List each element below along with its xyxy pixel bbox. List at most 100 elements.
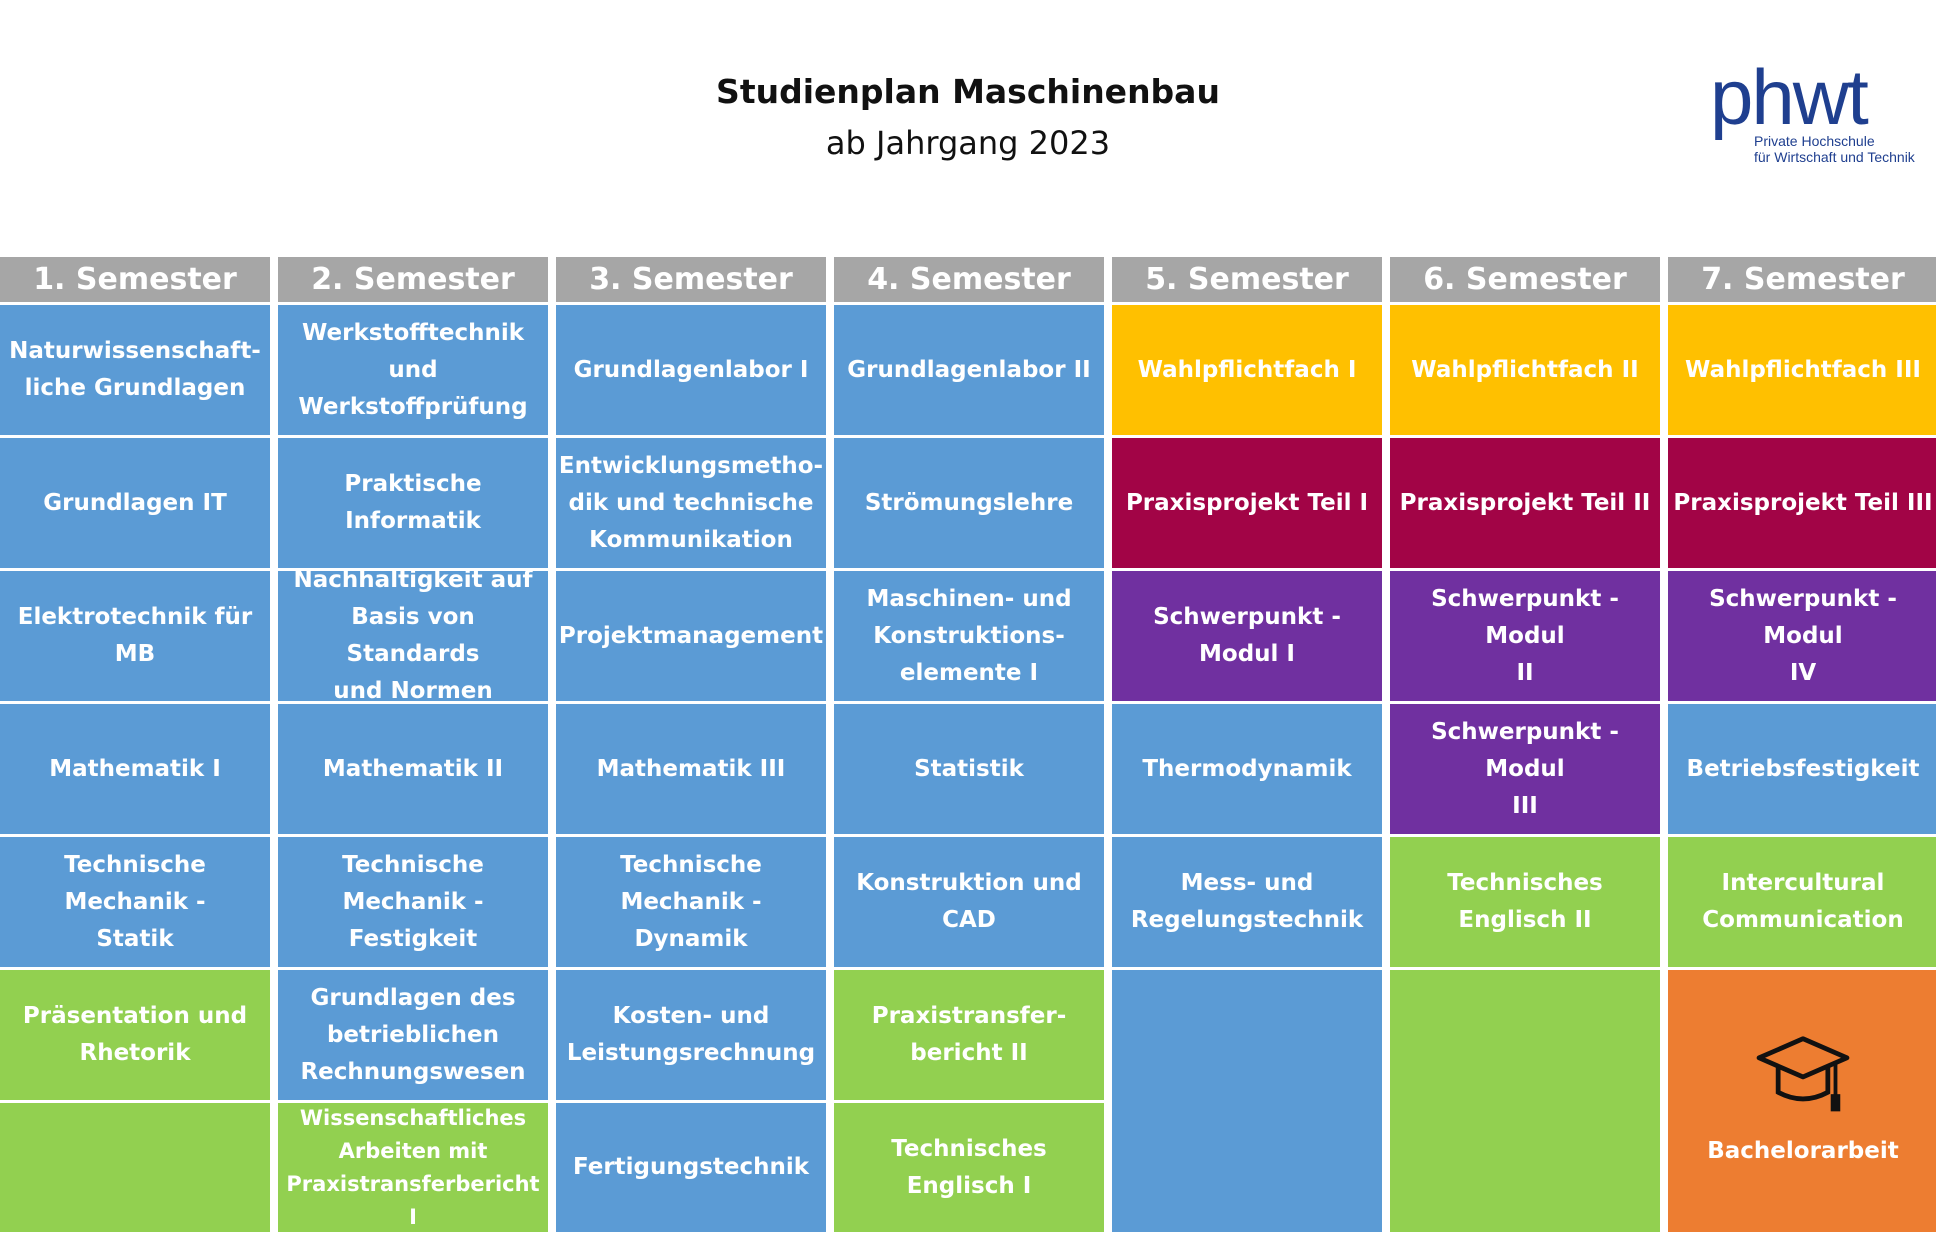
module-cell: Mess- und Regelungstechnik (1112, 837, 1382, 967)
module-cell: Grundlagen IT (0, 438, 270, 568)
module-label: Wissenschaftliches Arbeiten mit Praxistr… (286, 1105, 540, 1229)
module-cell: Projektmanagement (556, 571, 826, 701)
module-label: Praxisprojekt Teil II (1399, 489, 1651, 516)
module-cell: Technisches Englisch II (1390, 837, 1660, 967)
module-cell: Schwerpunkt - Modul I (1112, 571, 1382, 701)
module-label: Kosten- und Leistungsrechnung (566, 1003, 816, 1066)
module-cell: Grundlagen des betrieblichen Rechnungswe… (278, 970, 548, 1100)
module-label: Technische Mechanik - Festigkeit (342, 851, 484, 952)
module-cell: Grundlagenlabor II (834, 305, 1104, 435)
module-cell: Betriebsfestigkeit (1668, 704, 1936, 834)
module-label: Praktische Informatik (344, 471, 482, 534)
module-label: Entwicklungsmetho- dik und technische Ko… (558, 452, 824, 553)
semester-header-5: 5. Semester (1112, 257, 1382, 302)
module-cell: Praxisprojekt Teil III (1668, 438, 1936, 568)
module-label: Schwerpunkt - Modul III (1431, 718, 1619, 819)
module-label: Technische Mechanik - Statik (64, 851, 206, 952)
logo-tagline-line1: Private Hochschule (1754, 133, 1875, 149)
module-cell: Intercultural Communication (1668, 837, 1936, 967)
semester-header-1: 1. Semester (0, 257, 270, 302)
empty-module-cell (1112, 970, 1382, 1232)
module-cell: Praktische Informatik (278, 438, 548, 568)
module-label: Praxisprojekt Teil III (1673, 489, 1933, 516)
semester-header-2: 2. Semester (278, 257, 548, 302)
module-label: Grundlagenlabor I (573, 356, 809, 383)
semester-header-6: 6. Semester (1390, 257, 1660, 302)
module-cell: Technisches Englisch I (834, 1103, 1104, 1232)
module-label: Schwerpunkt - Modul I (1153, 604, 1341, 667)
page-title: Studienplan Maschinenbau (716, 72, 1220, 111)
module-label: Nachhaltigkeit auf Basis von Standards u… (293, 567, 533, 704)
module-label: Grundlagen IT (43, 489, 227, 516)
module-label: Bachelorarbeit (1707, 1137, 1899, 1164)
empty-module-cell (0, 1103, 270, 1232)
module-cell: Werkstofftechnik und Werkstoffprüfung (278, 305, 548, 435)
module-label: Präsentation und Rhetorik (22, 1003, 248, 1066)
module-label: Konstruktion und CAD (856, 870, 1082, 933)
module-cell: Präsentation und Rhetorik (0, 970, 270, 1100)
module-cell: Technische Mechanik - Festigkeit (278, 837, 548, 967)
module-label: Wahlpflichtfach III (1685, 356, 1921, 383)
module-label: Schwerpunkt - Modul IV (1709, 585, 1897, 686)
module-cell: Technische Mechanik - Statik (0, 837, 270, 967)
logo-tagline-line2: für Wirtschaft und Technik (1754, 149, 1915, 165)
module-label: Fertigungstechnik (572, 1154, 810, 1180)
module-cell: Schwerpunkt - Modul IV (1668, 571, 1936, 701)
semester-header-7: 7. Semester (1668, 257, 1936, 302)
empty-module-cell (1390, 970, 1660, 1232)
module-cell: Mathematik I (0, 704, 270, 834)
module-cell: Strömungslehre (834, 438, 1104, 568)
module-cell: Naturwissenschaft- liche Grundlagen (0, 305, 270, 435)
module-label: Mathematik I (49, 755, 221, 782)
module-label: Grundlagenlabor II (847, 356, 1091, 383)
module-label: Wahlpflichtfach I (1137, 356, 1357, 383)
module-cell: Grundlagenlabor I (556, 305, 826, 435)
module-label: Betriebsfestigkeit (1686, 755, 1920, 782)
module-label: Mathematik III (596, 755, 786, 782)
module-label: Praxistransfer- bericht II (871, 1003, 1067, 1066)
module-label: Schwerpunkt - Modul II (1431, 585, 1619, 686)
module-cell: Thermodynamik (1112, 704, 1382, 834)
logo-wordmark: phwt (1710, 53, 1869, 141)
semester-header-4: 4. Semester (834, 257, 1104, 302)
module-cell: Wahlpflichtfach I (1112, 305, 1382, 435)
module-label: Elektrotechnik für MB (17, 604, 253, 667)
module-cell: Kosten- und Leistungsrechnung (556, 970, 826, 1100)
module-label: Maschinen- und Konstruktions- elemente I (866, 585, 1072, 686)
module-label: Werkstofftechnik und Werkstoffprüfung (298, 319, 528, 420)
module-label: Strömungslehre (864, 489, 1074, 516)
module-label: Technisches Englisch I (891, 1135, 1047, 1199)
phwt-logo: phwt Private Hochschule für Wirtschaft u… (1706, 58, 1936, 170)
module-cell: Maschinen- und Konstruktions- elemente I (834, 571, 1104, 701)
module-label: Wahlpflichtfach II (1411, 356, 1639, 383)
module-label: Technische Mechanik - Dynamik (620, 851, 762, 952)
module-label: Mess- und Regelungstechnik (1130, 870, 1364, 933)
module-cell: Technische Mechanik - Dynamik (556, 837, 826, 967)
module-label: Thermodynamik (1142, 755, 1352, 782)
module-cell: Nachhaltigkeit auf Basis von Standards u… (278, 567, 548, 704)
module-cell: Statistik (834, 704, 1104, 834)
module-label: Statistik (914, 755, 1024, 782)
module-cell: Schwerpunkt - Modul II (1390, 571, 1660, 701)
module-label: Technisches Englisch II (1447, 870, 1603, 933)
module-cell: Mathematik II (278, 704, 548, 834)
module-cell: Wissenschaftliches Arbeiten mit Praxistr… (278, 1103, 548, 1232)
module-label: Naturwissenschaft- liche Grundlagen (9, 338, 261, 401)
module-cell: Entwicklungsmetho- dik und technische Ko… (556, 438, 826, 568)
graduation-cap-icon (1756, 1035, 1850, 1111)
module-cell: Wahlpflichtfach III (1668, 305, 1936, 435)
module-cell: Praxistransfer- bericht II (834, 970, 1104, 1100)
module-cell: Elektrotechnik für MB (0, 571, 270, 701)
module-cell: Konstruktion und CAD (834, 837, 1104, 967)
module-cell: Praxisprojekt Teil II (1390, 438, 1660, 568)
module-cell: Bachelorarbeit (1668, 970, 1936, 1232)
module-cell: Schwerpunkt - Modul III (1390, 704, 1660, 834)
module-label: Grundlagen des betrieblichen Rechnungswe… (300, 984, 526, 1085)
module-cell: Fertigungstechnik (556, 1103, 826, 1232)
module-label: Projektmanagement (558, 622, 824, 649)
module-label: Mathematik II (322, 755, 504, 782)
module-label: Intercultural Communication (1702, 870, 1904, 933)
module-cell: Praxisprojekt Teil I (1112, 438, 1382, 568)
page-subtitle: ab Jahrgang 2023 (825, 124, 1111, 162)
semester-header-3: 3. Semester (556, 257, 826, 302)
